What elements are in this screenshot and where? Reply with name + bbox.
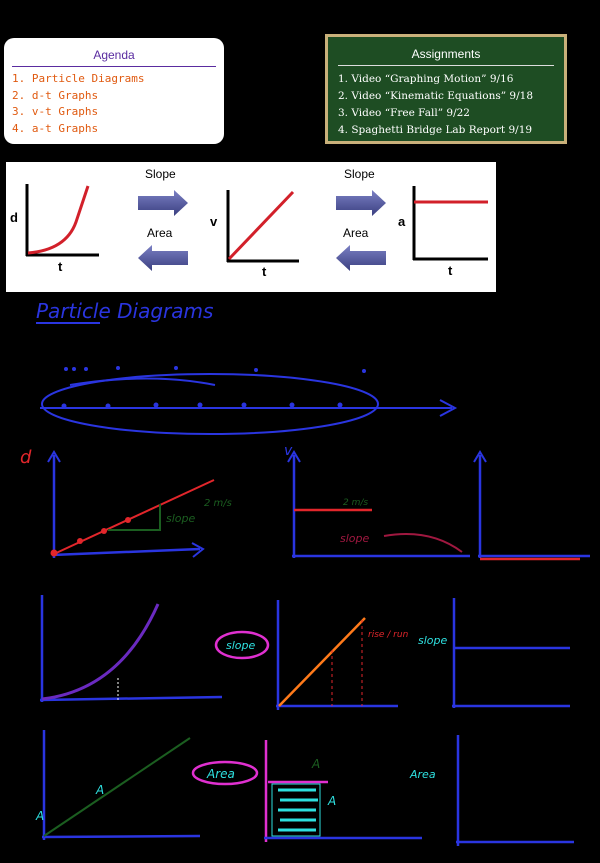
slope-label-2: Slope	[344, 167, 375, 181]
a-axis-label: a	[398, 214, 406, 229]
notes-a-t-graph-3	[456, 735, 574, 846]
a-t-graph	[412, 186, 488, 261]
A-label: A	[95, 783, 104, 797]
A-label-2: A	[311, 757, 320, 771]
assignment-item-3: 3. Video “Free Fall” 9/22	[338, 107, 470, 119]
slope-note-4: slope	[418, 634, 447, 647]
notes-v-t-graph: 2 m/s slope v	[284, 443, 470, 558]
notes-a-t-line-graph	[452, 598, 570, 708]
slope-note-2: slope	[340, 532, 369, 545]
agenda-item-1: 1. Particle Diagrams	[12, 72, 145, 85]
agenda-item-2: 2. d-t Graphs	[12, 88, 99, 102]
assignments-divider	[338, 65, 554, 66]
agenda-item-4: 4. a-t Graphs	[12, 121, 99, 135]
notes-d-t-graph: slope 2 m/s d	[20, 447, 232, 558]
slope-note: slope	[166, 512, 195, 525]
notes-v-label: v	[284, 443, 293, 459]
assignments-title: Assignments	[411, 47, 481, 61]
d-axis-label: d	[10, 210, 18, 225]
area-label-1: Area	[147, 226, 173, 240]
A1-label: A	[35, 809, 44, 823]
d-graph-t-label: t	[58, 259, 63, 274]
v-graph-t-label: t	[262, 264, 267, 279]
slope-value: 2 m/s	[204, 498, 232, 509]
slope-note-3: slope	[226, 639, 255, 652]
assignments-board: Assignments 1. Video “Graphing Motion” 9…	[325, 34, 567, 144]
agenda-card: Agenda 1. Particle Diagrams 2. d-t Graph…	[4, 38, 224, 144]
assignment-item-1: 1. Video “Graphing Motion” 9/16	[338, 73, 514, 85]
graph-relationship-panel: Slope Slope Area Area d t v t a t	[6, 162, 496, 292]
agenda-title: Agenda	[93, 48, 135, 62]
v-t-graph	[226, 190, 299, 263]
agenda-divider	[12, 66, 216, 67]
d-t-curve	[27, 185, 90, 255]
notes-heading: Particle Diagrams	[36, 299, 213, 323]
area-arrow-left-2	[336, 245, 386, 271]
slope-arrow-right-2	[336, 190, 386, 216]
area-note: Area	[206, 767, 235, 781]
notes-v-t-area-graph: Area A A Area	[191, 740, 436, 842]
v-t-line	[227, 190, 295, 261]
area-arrow-left-1	[138, 245, 188, 271]
a-graph-t-label: t	[448, 263, 453, 278]
slope-arrow-right-1	[138, 190, 188, 216]
particle-diagram	[40, 366, 458, 435]
rise-run-note: rise / run	[368, 630, 409, 640]
notes-d-t-area-graph: A A	[35, 730, 201, 840]
area-note-2: Area	[409, 768, 436, 781]
area-label-2: Area	[343, 226, 369, 240]
notes-d-t-curve-graph	[39, 595, 223, 702]
assignment-item-4: 4. Spaghetti Bridge Lab Report 9/19	[338, 124, 533, 136]
notes-v-t-line-graph: rise / run slope slope	[214, 600, 447, 710]
d-t-graph	[25, 184, 99, 257]
velocity-value: 2 m/s	[343, 498, 368, 508]
notes-a-t-graph	[473, 450, 590, 561]
assignment-item-2: 2. Video “Kinematic Equations” 9/18	[338, 90, 534, 102]
graph-panel-svg	[25, 184, 488, 271]
slope-label-1: Slope	[145, 167, 176, 181]
A-label-3: A	[327, 794, 336, 808]
v-axis-label: v	[210, 214, 218, 229]
notes-d-label: d	[20, 447, 32, 468]
agenda-item-3: 3. v-t Graphs	[12, 105, 99, 118]
